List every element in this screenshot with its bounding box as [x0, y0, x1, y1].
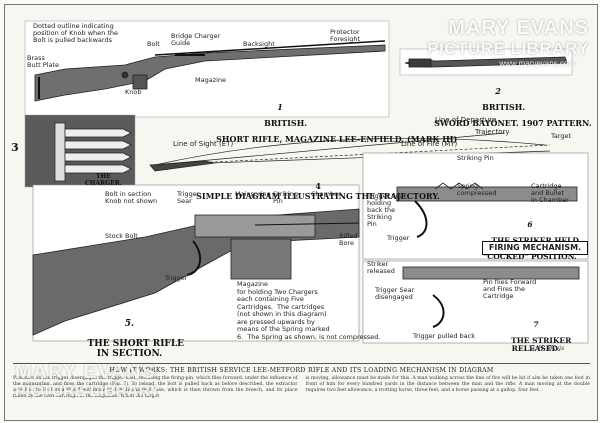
label-spring-compressed: Spring compressed — [457, 182, 497, 197]
label-fig5-trigger: Trigger — [165, 274, 188, 282]
footer-column-1: Pressure on the trigger disengages the t… — [13, 376, 298, 399]
artist-signature: G. H. Davis — [530, 345, 565, 352]
fig4-caption-text: SIMPLE DIAGRAM ILLUSTRATING THE TRAJECTO… — [196, 191, 440, 201]
label-bolt: Bolt — [147, 40, 160, 48]
fig7-released-drawing — [362, 260, 589, 344]
label-brass-butt-plate: Brass Butt Plate — [27, 54, 59, 69]
label-stock-bolt: Stock Bolt — [105, 232, 138, 240]
label-dotted-outline: Dotted outline indicating position of Kn… — [33, 22, 118, 44]
label-fig6-trigger-sear: Trigger Sear holding back the Striking P… — [367, 192, 407, 228]
engraving-drawing — [24, 20, 589, 344]
label-protector-foresight: Protector Foresight — [330, 28, 360, 43]
label-target: Target — [551, 132, 572, 140]
fig1-rifle-drawing — [24, 20, 390, 118]
fig3-charger-drawing — [24, 114, 136, 188]
label-rifled-bore: Rifled Bore — [339, 232, 358, 247]
fig5-number: 5. — [124, 319, 135, 329]
fig1-caption-line2: SHORT RIFLE, MAGAZINE LEE-ENFIELD. (MARK… — [216, 134, 458, 144]
watermark-line2: PICTURE LIBRARY — [427, 39, 589, 58]
label-trajectory: Trajectory — [475, 128, 510, 136]
label-mainspring: Mainspring — [235, 190, 271, 198]
label-bridge-charger-guide: Bridge Charger Guide — [171, 32, 221, 47]
fig2-caption-line1: BRITISH. — [482, 102, 526, 112]
label-magazine: Magazine — [195, 76, 227, 84]
label-cartridge-bullet: Cartridge and Bullet in Chamber — [531, 182, 569, 204]
label-striker-released: Striker released — [367, 260, 395, 275]
label-bolt-in-section: Bolt in section Knob not shown — [105, 190, 158, 205]
fig5-caption-text: THE SHORT RIFLE IN SECTION. — [87, 339, 185, 359]
watermark-bottom-line1: MARY EVANS — [15, 361, 156, 383]
label-fig6-striking-pin: Striking Pin — [457, 154, 494, 162]
label-magazine-note: Magazine for holding Two Chargers each c… — [237, 280, 381, 341]
firing-mechanism-title: FIRING MECHANISM. — [482, 241, 588, 255]
fig6-number: 6 — [527, 220, 533, 229]
label-sear-disengaged: Trigger Sear disengaged — [375, 286, 415, 301]
fig4-number: 4 — [315, 181, 321, 191]
label-fig6-trigger: Trigger — [387, 234, 410, 242]
label-knob: Knob — [125, 88, 142, 96]
footer-column-2: is moving, allowance must be made for th… — [305, 376, 591, 393]
fig3-number: 3 — [11, 141, 19, 154]
fig6-caption: 6 THE STRIKER HELD BACK IN THE "COCKED" … — [475, 205, 585, 269]
watermark-bottom-line2: PICTURE LIBRARY — [15, 383, 161, 400]
fig5-caption: 5. THE SHORT RIFLE IN SECTION. — [75, 299, 184, 369]
fig1-caption-line1: BRITISH. — [264, 118, 308, 128]
fig7-caption-text: THE STRIKER RELEASED. — [511, 336, 572, 353]
label-line-of-fire: Line of Fire (MY) — [401, 140, 458, 148]
label-backsight: Backsight — [243, 40, 275, 48]
label-fig5-trigger-sear: Trigger Sear — [177, 190, 200, 205]
watermark-url: www.maryevans.com — [499, 59, 575, 68]
label-line-of-departure: Line of Departure — [435, 116, 497, 124]
fig7-number: 7 — [533, 320, 539, 329]
footer-article: HOW IT WORKS: THE BRITISH SERVICE LEE-ME… — [13, 363, 590, 419]
footer-title: HOW IT WORKS: THE BRITISH SERVICE LEE-ME… — [109, 367, 494, 374]
label-fig5-striking-pin: Striking- Pin — [273, 190, 301, 205]
label-chamber: Chamber — [311, 190, 341, 198]
label-trigger-pulled-back: Trigger pulled back — [413, 332, 475, 340]
fig3-caption: THE CHARGER. — [85, 173, 122, 187]
fig7-caption: 7 THE STRIKER RELEASED. — [491, 305, 581, 361]
fig5-section-drawing — [32, 184, 360, 342]
fig1-number: 1 — [277, 102, 283, 112]
fig2-bayonet-drawing — [399, 48, 573, 76]
footer-columns: Pressure on the trigger disengages the t… — [13, 376, 590, 400]
fig2-caption: 2 BRITISH. SWORD BAYONET. 1907 PATTERN. — [423, 71, 591, 135]
watermark-line1: MARY EVANS — [448, 17, 589, 39]
fig1-caption: 1 BRITISH. SHORT RIFLE, MAGAZINE LEE-ENF… — [205, 87, 457, 151]
label-pin-flies-forward: Pin flies Forward and Fires the Cartridg… — [483, 278, 537, 300]
fig2-caption-line2: SWORD BAYONET. 1907 PATTERN. — [434, 118, 592, 128]
label-line-of-sight: Line of Sight (ET) — [173, 140, 234, 148]
illustration-plate: Dotted outline indicating position of Kn… — [4, 4, 598, 421]
fig4-caption: 4 SIMPLE DIAGRAM ILLUSTRATING THE TRAJEC… — [185, 171, 440, 211]
fig2-number: 2 — [495, 86, 501, 96]
